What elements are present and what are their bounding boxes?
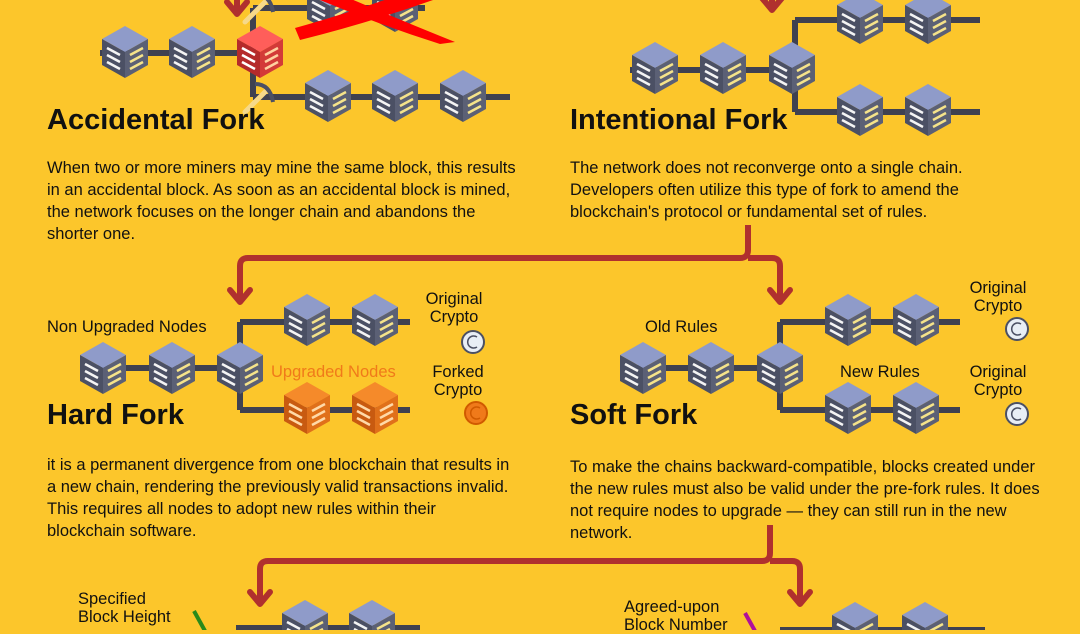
agreed-upon-block-number-label: Agreed-upon Block Number — [624, 598, 728, 634]
block — [688, 342, 734, 394]
flow-arrow — [257, 525, 773, 602]
block — [149, 342, 195, 394]
arrow-head — [227, 287, 253, 305]
original-crypto-label-1: Original Crypto — [969, 279, 1027, 315]
block — [769, 42, 815, 94]
block — [169, 26, 215, 78]
new-rules-label: New Rules — [840, 363, 920, 381]
block — [905, 84, 951, 136]
flow-arrow — [770, 558, 803, 602]
block — [282, 600, 328, 630]
original-crypto-label: Original Crypto — [425, 290, 483, 326]
block — [757, 342, 803, 394]
block — [284, 294, 330, 346]
magenta-marker-icon — [743, 612, 757, 630]
block — [102, 26, 148, 78]
arrow-head — [767, 287, 793, 305]
hard-fork-title: Hard Fork — [47, 399, 184, 431]
intentional-fork-text: The network does not reconverge onto a s… — [570, 159, 963, 221]
arrow-head — [787, 589, 813, 607]
arrow-head — [759, 0, 785, 13]
accidental-block — [237, 26, 283, 78]
red-x-mark — [320, 0, 455, 44]
block — [217, 342, 263, 394]
original-crypto-coin-icon — [1005, 402, 1029, 426]
flow-arrow — [748, 255, 783, 300]
block — [440, 70, 486, 122]
block — [893, 382, 939, 434]
block — [700, 42, 746, 94]
original-crypto-coin-icon — [1005, 317, 1029, 341]
flow-arrow — [237, 225, 751, 300]
block — [905, 0, 951, 44]
pickaxe-icon — [242, 0, 275, 25]
upgraded-block — [284, 382, 330, 434]
original-crypto-label-2: Original Crypto — [969, 363, 1027, 399]
block — [837, 84, 883, 136]
original-crypto-coin-icon — [461, 330, 485, 354]
accidental-fork-text: When two or more miners may mine the sam… — [47, 159, 516, 243]
intentional-fork-title: Intentional Fork — [570, 104, 788, 136]
block — [80, 342, 126, 394]
decorations — [192, 0, 1029, 630]
block — [620, 342, 666, 394]
red-x-mark — [295, 0, 433, 40]
block — [825, 294, 871, 346]
green-marker-icon — [192, 610, 207, 630]
block — [837, 0, 883, 44]
forked-crypto-coin-icon — [464, 401, 488, 425]
block — [832, 602, 878, 630]
block — [902, 602, 948, 630]
block — [372, 70, 418, 122]
soft-fork-text: To make the chains backward-compatible, … — [570, 458, 1040, 542]
block — [305, 70, 351, 122]
block — [352, 294, 398, 346]
old-rules-label: Old Rules — [645, 318, 718, 336]
block — [349, 600, 395, 630]
forked-crypto-label: Forked Crypto — [432, 363, 484, 399]
arrow-head — [247, 589, 273, 607]
block — [632, 42, 678, 94]
accidental-fork-title: Accidental Fork — [47, 104, 265, 136]
flow-arrows — [224, 0, 813, 607]
non-upgraded-nodes-label: Non Upgraded Nodes — [47, 318, 207, 336]
block — [825, 382, 871, 434]
soft-fork-title: Soft Fork — [570, 399, 698, 431]
arrow-head — [224, 0, 250, 17]
blocks — [80, 0, 951, 630]
block — [893, 294, 939, 346]
upgraded-nodes-label: Upgraded Nodes — [271, 363, 396, 381]
upgraded-block — [352, 382, 398, 434]
specified-block-height-label: Specified Block Height — [78, 590, 171, 626]
pickaxe-icon — [242, 82, 275, 115]
hard-fork-text: it is a permanent divergence from one bl… — [47, 456, 510, 540]
